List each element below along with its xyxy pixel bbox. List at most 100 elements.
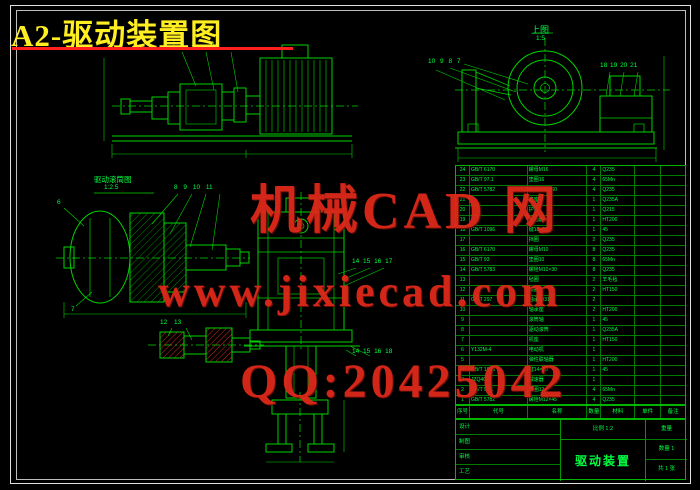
title-block-right-grid: 重量 数量 1 共 1 张 xyxy=(646,420,687,481)
parts-cell: 8 xyxy=(456,326,470,335)
parts-cell: 21 xyxy=(456,196,470,205)
parts-cell: 轴承座 xyxy=(528,306,588,315)
parts-cell xyxy=(661,346,685,355)
parts-cell xyxy=(470,306,528,315)
parts-cell: 1 xyxy=(587,206,602,215)
parts-cell xyxy=(635,216,662,225)
parts-cell: GB/T 1096 xyxy=(470,226,528,235)
parts-cell: HT200 xyxy=(601,356,636,365)
watermark-line1: 机械CAD 网 xyxy=(250,183,560,240)
parts-cell: Q235 xyxy=(601,236,636,245)
parts-cell: Q235 xyxy=(601,396,636,406)
parts-cell xyxy=(661,266,685,275)
parts-cell xyxy=(661,256,685,265)
parts-cell: 毡圈 xyxy=(528,276,588,285)
parts-cell: Q235 xyxy=(601,246,636,255)
parts-cell xyxy=(635,196,662,205)
parts-header-cell: 名称 xyxy=(528,406,588,418)
roller-view-scale: 1:2.5 xyxy=(104,184,119,191)
watermark-line3: QQ:20425042 xyxy=(240,355,567,408)
parts-cell: 键18×80 xyxy=(528,226,588,235)
parts-cell: 4 xyxy=(587,186,602,195)
top-view-label: 上图 xyxy=(531,25,550,35)
parts-cell xyxy=(635,356,662,365)
parts-cell xyxy=(635,236,662,245)
parts-cell xyxy=(470,216,528,225)
title-block-sheet-cell: 共 1 张 xyxy=(657,466,676,472)
parts-cell: GB/T 297 xyxy=(470,296,528,305)
title-block-row-check: 审核 xyxy=(456,450,560,465)
parts-cell: 18 xyxy=(456,226,470,235)
parts-cell: HT200 xyxy=(601,216,636,225)
parts-header-cell: 单件 xyxy=(635,406,662,418)
parts-cell xyxy=(635,346,662,355)
parts-cell: 机座 xyxy=(528,336,588,345)
parts-cell: 19 xyxy=(456,216,470,225)
parts-cell: 1 xyxy=(456,396,470,406)
parts-cell xyxy=(661,296,685,305)
title-block-qty-cell: 数量 1 xyxy=(646,440,687,460)
title-block-product-name: 驱动装置 xyxy=(561,440,646,481)
parts-cell xyxy=(661,366,685,375)
parts-cell: Q235A xyxy=(601,196,636,205)
parts-cell: 8 xyxy=(587,246,602,255)
top-view-scale: 1:5 xyxy=(536,35,546,42)
callout-gearbox-right: 14 15 16 17 xyxy=(352,258,393,265)
pulley-view xyxy=(435,32,670,162)
parts-cell: GB/T 97.1 xyxy=(470,176,528,185)
parts-cell: 4 xyxy=(587,396,602,406)
parts-cell xyxy=(661,286,685,295)
parts-cell: 垫圈12 xyxy=(528,386,588,395)
parts-cell xyxy=(661,386,685,395)
parts-cell xyxy=(635,376,662,385)
title-underline xyxy=(12,47,293,50)
parts-cell: JZQ400 xyxy=(470,376,528,385)
parts-cell xyxy=(661,196,685,205)
parts-cell: 减速器 xyxy=(528,376,588,385)
parts-cell xyxy=(635,326,662,335)
parts-cell xyxy=(635,176,662,185)
parts-cell xyxy=(635,166,662,175)
parts-cell xyxy=(470,276,528,285)
parts-cell: GB/T 5782 xyxy=(470,396,528,406)
parts-cell: 7 xyxy=(456,336,470,345)
parts-cell xyxy=(635,336,662,345)
parts-cell: 底座 xyxy=(528,196,588,205)
parts-cell: 护罩 xyxy=(528,206,588,215)
parts-cell: 电动机 xyxy=(528,346,588,355)
parts-cell xyxy=(635,276,662,285)
parts-header-cell: 备注 xyxy=(667,409,679,415)
parts-cell: 65Mn xyxy=(601,176,636,185)
callout-roller: 8 9 10 11 xyxy=(174,184,213,191)
parts-cell xyxy=(635,386,662,395)
parts-cell xyxy=(661,226,685,235)
parts-cell: 6 xyxy=(456,346,470,355)
parts-cell: 羊毛毡 xyxy=(601,276,636,285)
parts-cell: 65Mn xyxy=(601,386,636,395)
callout-motor: 1 2 3 xyxy=(172,41,215,48)
callout-pulley-left: 10 9 8 7 xyxy=(428,58,461,65)
parts-cell: 1 xyxy=(587,216,602,225)
title-block-row-process: 工艺 xyxy=(459,469,471,475)
parts-cell: 1 xyxy=(587,356,602,365)
parts-cell: 9 xyxy=(456,316,470,325)
parts-cell: 1 xyxy=(587,376,602,385)
parts-cell: 10 xyxy=(456,306,470,315)
parts-cell xyxy=(635,286,662,295)
parts-cell: 45 xyxy=(601,316,636,325)
parts-cell: GB/T 5783 xyxy=(470,266,528,275)
parts-cell: 螺栓M10×30 xyxy=(528,266,588,275)
parts-header-cell: 序号 xyxy=(456,406,470,418)
parts-cell xyxy=(661,236,685,245)
parts-cell xyxy=(661,186,685,195)
